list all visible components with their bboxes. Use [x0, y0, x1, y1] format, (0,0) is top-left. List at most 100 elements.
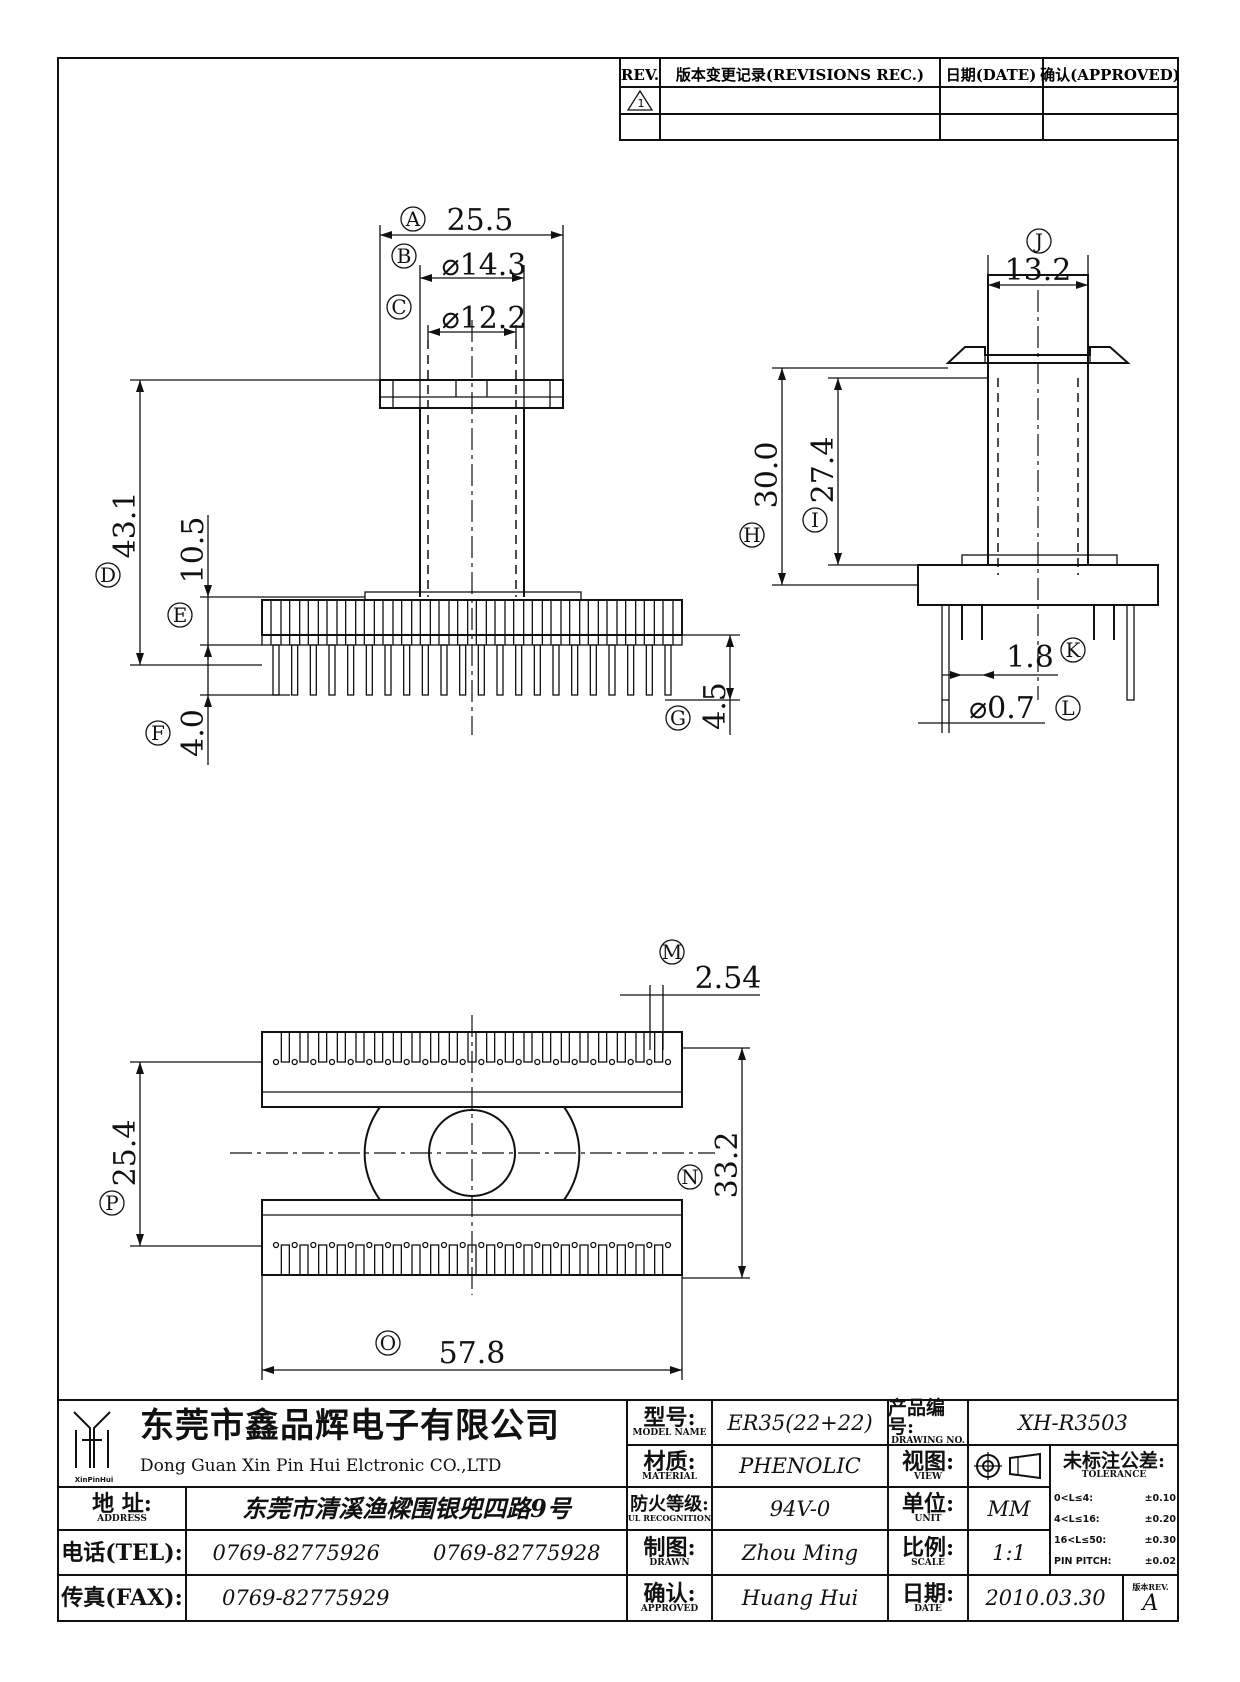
company-name-en: Dong Guan Xin Pin Hui Elctronic CO.,LTD	[140, 1456, 502, 1476]
tel-2: 0769-82775928	[433, 1540, 601, 1565]
top-pin-hole	[310, 1058, 317, 1066]
front-pin	[571, 644, 579, 696]
top-pin-hole	[384, 1058, 392, 1066]
front-pin	[515, 644, 523, 696]
bottom-slot	[336, 1244, 346, 1276]
bottom-view: M 2.54 N 33.2 P 25.4 O 57.8	[99, 939, 762, 1380]
unit-label: 单位:	[901, 1491, 955, 1517]
scale-label-en: SCALE	[911, 1558, 945, 1568]
dim-e: 10.5	[176, 517, 211, 584]
front-pin	[403, 644, 411, 696]
dim-f: 4.0	[176, 709, 211, 757]
front-pin	[664, 644, 672, 696]
label-a: A	[405, 207, 421, 231]
view-label-en: VIEW	[913, 1471, 943, 1482]
bottom-slot	[374, 1244, 384, 1276]
scale-value: 1:1	[992, 1540, 1026, 1565]
model-value: ER35(22+22)	[727, 1410, 873, 1435]
top-slot	[560, 1031, 570, 1063]
date-label-en: DATE	[914, 1603, 942, 1614]
unit-value: MM	[987, 1496, 1031, 1521]
bottom-pin-hole	[366, 1241, 373, 1249]
fax-label: 传真(FAX):	[61, 1585, 183, 1611]
logo-text: XinPinHui	[74, 1476, 114, 1484]
model-label: 型号:	[643, 1405, 696, 1431]
approved-label-en: APPROVED	[640, 1603, 699, 1614]
company-name-cn: 东莞市鑫品辉电子有限公司	[140, 1406, 560, 1446]
side-view: J 13.2 H 30.0 I 27.4 K 1.8 L ⌀0.7	[739, 228, 1159, 733]
ul-value: 94V-0	[769, 1496, 831, 1521]
label-g: G	[670, 706, 686, 730]
bottom-slot	[523, 1244, 533, 1276]
material-value: PHENOLIC	[739, 1454, 861, 1478]
label-f: F	[151, 721, 165, 745]
bottom-pin-hole	[272, 1241, 280, 1249]
top-pin-hole	[646, 1058, 653, 1066]
bottom-pin-hole	[627, 1241, 634, 1249]
dim-o: 57.8	[439, 1336, 506, 1371]
drawn-label-en: DRAWN	[649, 1558, 690, 1568]
top-pin-hole	[440, 1058, 448, 1066]
label-j: J	[1033, 229, 1043, 253]
front-pin	[496, 644, 504, 696]
top-pin-hole	[608, 1058, 616, 1066]
dim-c: ⌀12.2	[442, 301, 527, 336]
bottom-pin-hole	[571, 1241, 578, 1249]
title-block-grid	[58, 1399, 1178, 1621]
front-pin	[627, 644, 635, 696]
unit-label-en: UNIT	[914, 1514, 942, 1524]
bottom-slot	[392, 1244, 402, 1276]
bottom-pin-hole	[403, 1241, 410, 1249]
top-slot	[280, 1031, 290, 1063]
front-pin	[291, 644, 299, 696]
top-pin-hole	[366, 1058, 373, 1066]
top-slot	[654, 1031, 664, 1063]
bottom-slot	[355, 1244, 365, 1276]
address-label: 地 址:	[92, 1491, 152, 1517]
dim-h: 30.0	[750, 442, 785, 509]
dim-g: 4.5	[698, 682, 733, 730]
label-i: I	[811, 508, 819, 532]
front-view: A 25.5 B ⌀14.3 C ⌀12.2 D 43.1	[95, 203, 740, 765]
address-value: 东莞市清溪渔樑围银兜四路9号	[242, 1493, 571, 1523]
company-logo-icon	[73, 1411, 111, 1468]
bottom-slot	[318, 1244, 328, 1276]
front-pin	[440, 644, 448, 696]
revision-number: 1	[638, 97, 645, 110]
front-pin	[309, 644, 317, 696]
fax-value: 0769-82775929	[222, 1586, 390, 1610]
front-pin	[328, 644, 336, 696]
tel-label: 电话(TEL):	[61, 1539, 183, 1566]
bottom-pin-hole	[310, 1241, 317, 1249]
revision-triangle-icon	[626, 89, 654, 111]
dim-m: 2.54	[695, 961, 762, 996]
bottom-pin-hole	[422, 1241, 429, 1249]
tolerance-row: 4<L≤16:±0.20	[1054, 1514, 1176, 1525]
bottom-pin-hole	[459, 1241, 466, 1249]
top-pin-hole	[347, 1058, 354, 1066]
top-row-pin-slots	[272, 1031, 672, 1066]
bottom-slot	[299, 1244, 309, 1276]
top-pin-hole	[664, 1058, 672, 1066]
drawing-no-label-en: DRAWING NO.	[891, 1436, 965, 1446]
bottom-slot	[504, 1244, 514, 1276]
bottom-pin-hole	[552, 1241, 560, 1249]
date-header: 日期(DATE)	[946, 66, 1037, 84]
drawn-value: Zhou Ming	[741, 1540, 859, 1565]
front-pin	[421, 644, 429, 696]
dim-d: 43.1	[108, 492, 143, 559]
projection-symbol-icon	[974, 1452, 1041, 1480]
material-label: 材质:	[643, 1448, 696, 1475]
scale-label: 比例:	[901, 1535, 955, 1561]
top-slot	[355, 1031, 365, 1063]
label-b: B	[397, 244, 412, 268]
bottom-slot	[411, 1244, 421, 1276]
front-pin	[365, 644, 373, 696]
rev-value: A	[1142, 1590, 1159, 1616]
bottom-slot	[616, 1244, 626, 1276]
revision-table: REV. 版本变更记录(REVISIONS REC.) 日期(DATE) 确认(…	[619, 57, 1180, 141]
bottom-slot	[280, 1244, 290, 1276]
front-pin	[384, 644, 392, 696]
model-label-en: MODEL NAME	[632, 1428, 707, 1438]
